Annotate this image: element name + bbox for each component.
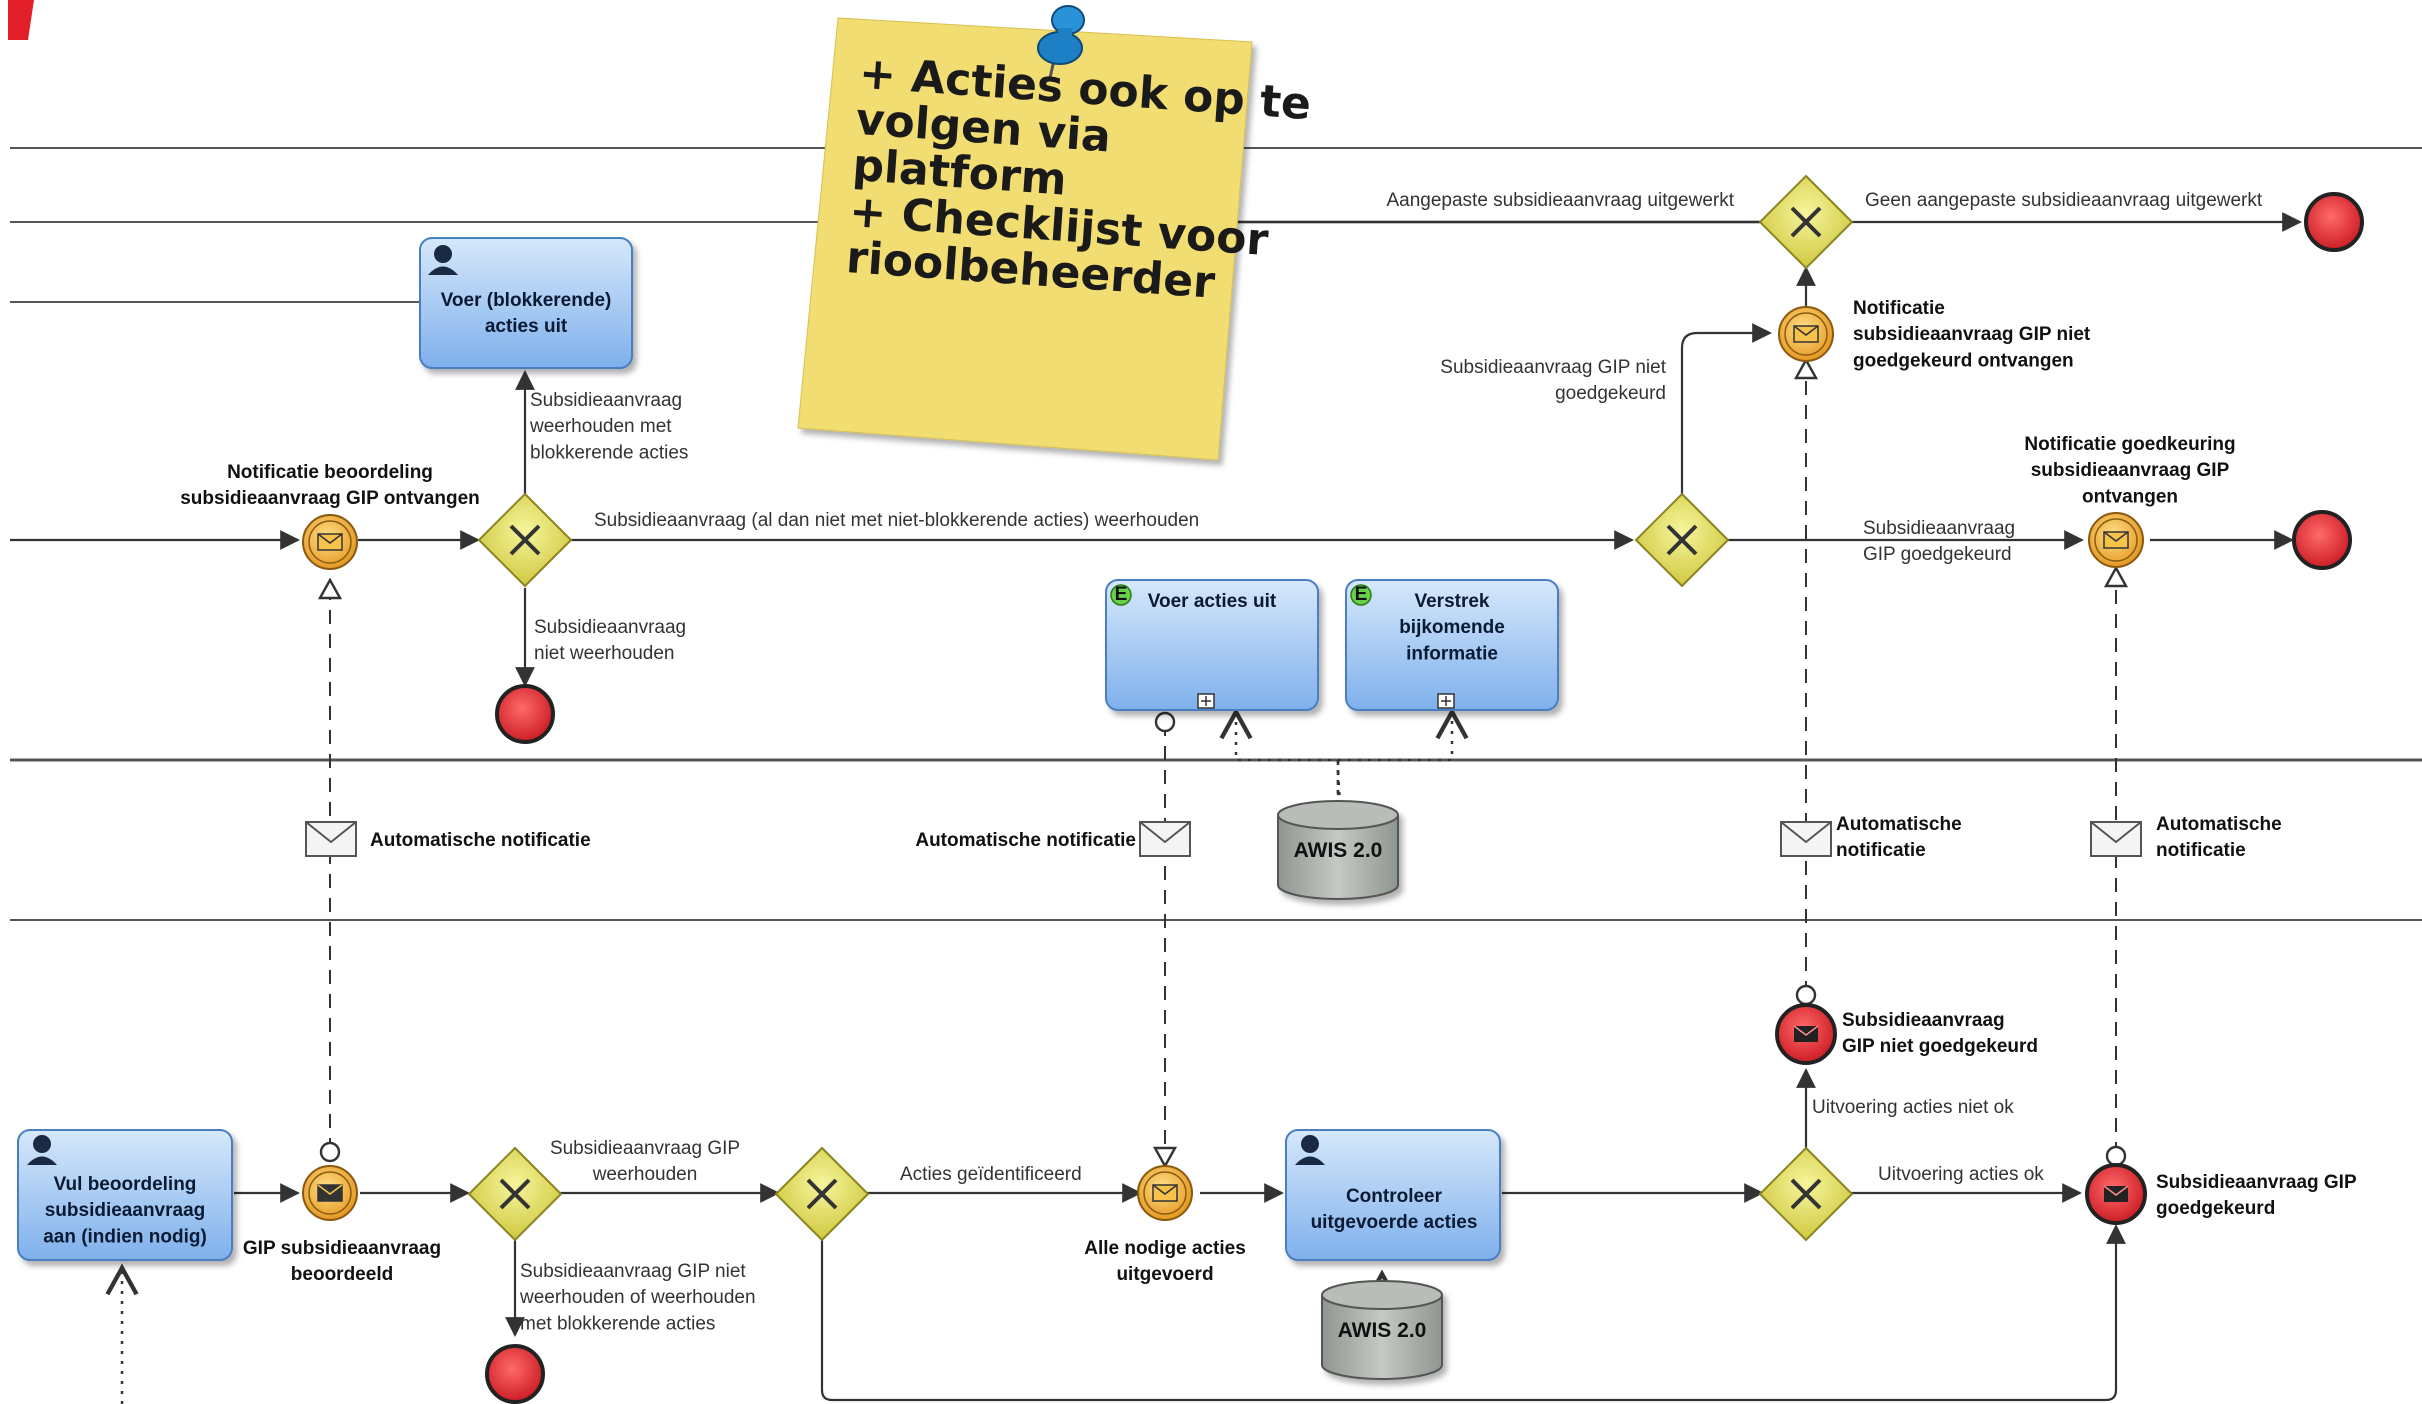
sticky-note — [797, 17, 1253, 461]
message-catch-event[interactable] — [1778, 306, 1834, 362]
exclusive-gateway[interactable] — [1634, 492, 1730, 588]
message-catch-event[interactable] — [302, 1165, 358, 1221]
task-controleer[interactable] — [1285, 1129, 1501, 1261]
datastore-awis-bottom[interactable] — [1321, 1280, 1443, 1380]
exclusive-gateway[interactable] — [1758, 1146, 1854, 1242]
subprocess-marker-icon — [1110, 584, 1132, 606]
subprocess-marker-letter: E — [1355, 584, 1368, 605]
exclusive-gateway[interactable] — [477, 492, 573, 588]
datastore-label: AWIS 2.0 — [1338, 1319, 1427, 1342]
task-verstrek[interactable] — [1345, 579, 1559, 711]
flow-label: Uitvoering acties niet ok — [1812, 1097, 2014, 1118]
subprocess-marker-icon — [1350, 584, 1372, 606]
message-end-event[interactable] — [2085, 1163, 2147, 1225]
exclusive-gateway[interactable] — [774, 1146, 870, 1242]
envelope-icon — [1780, 821, 1832, 857]
pushpin-icon — [1037, 5, 1085, 79]
end-event[interactable] — [2292, 510, 2352, 570]
task-label: Voer acties uit — [1148, 591, 1277, 612]
message-flows — [330, 360, 2116, 1166]
envelope-icon — [2090, 821, 2142, 857]
message-catch-event[interactable] — [2088, 512, 2144, 568]
exclusive-gateway[interactable] — [1758, 174, 1854, 270]
exclusive-gateway[interactable] — [467, 1146, 563, 1242]
message-label: Automatische notificatie — [370, 830, 591, 851]
task-voer-acties-uit[interactable] — [1105, 579, 1319, 711]
subprocess-marker-letter: E — [1115, 584, 1128, 605]
message-catch-event[interactable] — [1137, 1165, 1193, 1221]
end-event[interactable] — [485, 1344, 545, 1404]
flow-label: Geen aangepaste subsidieaanvraag uitgewe… — [1865, 190, 2263, 211]
flow-label: Uitvoering acties ok — [1878, 1164, 2044, 1185]
datastore-awis-top[interactable] — [1277, 800, 1399, 900]
flow-label: Subsidieaanvraag (al dan niet met niet-b… — [594, 510, 1199, 531]
task-voer-blokkerende[interactable] — [419, 237, 633, 369]
flow-label: Acties geïdentificeerd — [900, 1164, 1082, 1185]
message-end-event[interactable] — [1775, 1003, 1837, 1065]
user-icon — [1295, 1135, 1325, 1165]
corner-marker — [8, 0, 34, 40]
end-event[interactable] — [495, 684, 555, 744]
message-label: Automatische notificatie — [915, 830, 1136, 851]
flow-label: Aangepaste subsidieaanvraag uitgewerkt — [1386, 190, 1734, 211]
envelope-icon — [305, 821, 357, 857]
sequence-flows — [10, 212, 2302, 1402]
task-vul-beoordeling[interactable] — [17, 1129, 233, 1261]
user-icon — [27, 1135, 57, 1165]
end-event[interactable] — [2304, 192, 2364, 252]
datastore-label: AWIS 2.0 — [1294, 839, 1383, 862]
data-associations — [105, 707, 1469, 1404]
task-label: Voer (blokkerende)acties uit — [441, 290, 612, 337]
message-catch-event[interactable] — [302, 514, 358, 570]
user-icon — [428, 245, 458, 275]
envelope-icon — [1139, 821, 1191, 857]
